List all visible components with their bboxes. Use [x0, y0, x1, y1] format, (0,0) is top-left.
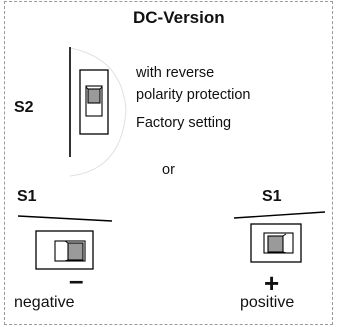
s2-description-line1: with reverse [136, 65, 215, 81]
s1-negative-switch-knob [67, 242, 84, 261]
s1-positive-switch-graphic [233, 211, 326, 263]
negative-caption: negative [14, 294, 75, 311]
diagram-title: DC-Version [133, 8, 225, 27]
positive-caption: positive [240, 294, 295, 311]
s2-description-line3: Factory setting [136, 115, 232, 131]
s1-positive-mount-line [233, 211, 326, 219]
minus-sign: – [69, 265, 84, 295]
s1-negative-switch-graphic [17, 215, 113, 270]
s1-positive-label: S1 [262, 188, 282, 205]
s1-negative-label: S1 [17, 188, 37, 205]
s1-negative-mount-line [17, 215, 113, 222]
s2-arc [69, 47, 127, 177]
s2-label: S2 [14, 99, 34, 116]
s2-switch-graphic [69, 47, 127, 177]
s2-switch-knob [87, 88, 101, 104]
separator-or: or [162, 162, 175, 178]
plus-sign: + [264, 268, 280, 298]
s1-positive-switch-knob [267, 235, 284, 253]
s2-description-line2: polarity protection [136, 87, 251, 103]
diagram-frame [4, 1, 333, 325]
